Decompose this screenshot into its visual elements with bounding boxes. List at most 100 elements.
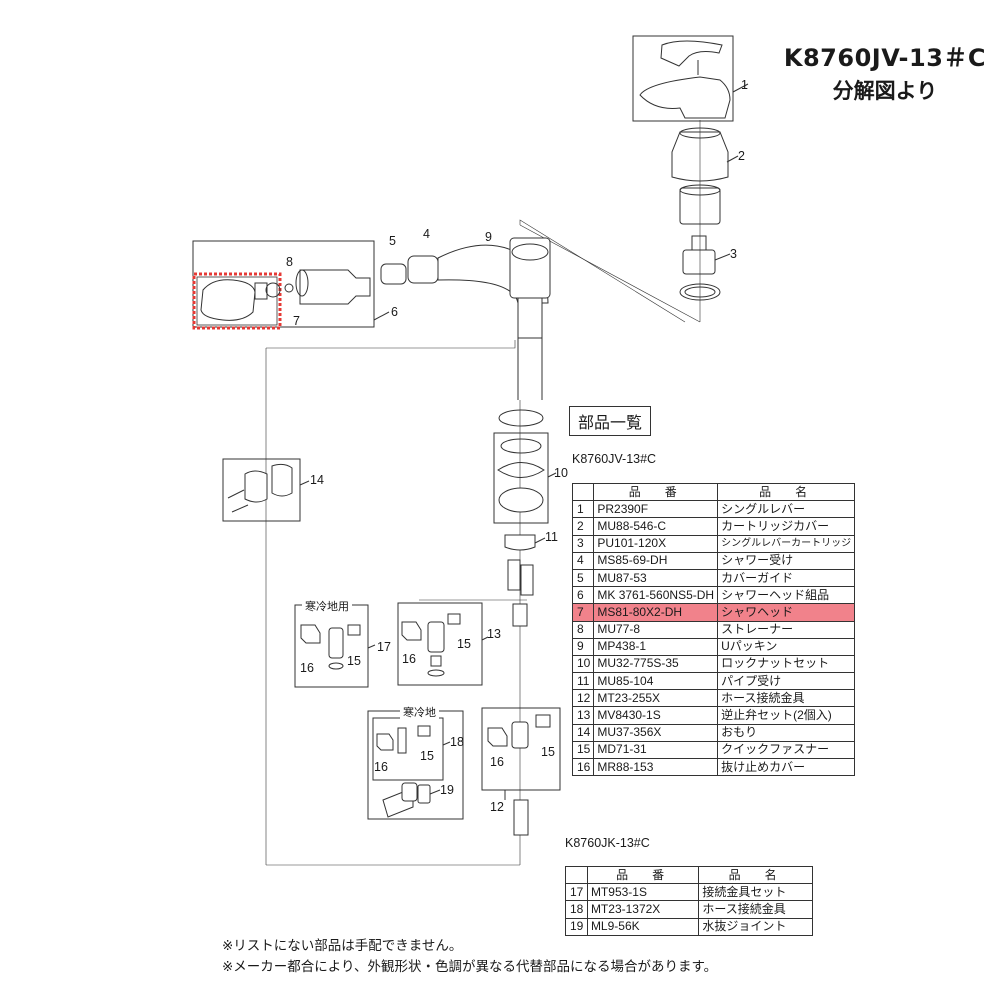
col-part-name: 品 名	[698, 865, 813, 885]
table2-model-label: K8760JK-13#C	[565, 836, 650, 850]
callout-16c: 16	[374, 760, 388, 774]
callout-10: 10	[554, 466, 568, 480]
part-number: MP438-1	[593, 637, 719, 656]
part-name: おもり	[717, 723, 856, 742]
callout-16d: 16	[490, 755, 504, 769]
part-name: シャワー受け	[717, 551, 856, 570]
part-name: カートリッジカバー	[717, 517, 856, 536]
callout-14: 14	[310, 473, 324, 487]
row-number: 16	[571, 757, 595, 777]
parts-list-heading: 部品一覧	[569, 406, 652, 436]
callout-1: 1	[741, 78, 748, 92]
row-number: 14	[571, 723, 595, 742]
callout-8: 8	[286, 255, 293, 269]
part-number: MV8430-1S	[593, 706, 719, 725]
row-number: 6	[571, 586, 595, 605]
part-name: ホース接続金具	[698, 900, 813, 919]
part-number: MU32-775S-35	[593, 654, 719, 674]
row-number: 13	[571, 706, 595, 725]
part-name: 接続金具セット	[698, 883, 813, 902]
callout-15b: 15	[457, 637, 471, 651]
part-name: ストレーナー	[717, 620, 856, 639]
callout-7: 7	[293, 314, 300, 328]
callout-11: 11	[545, 530, 558, 544]
part-name: シャワーヘッド組品	[717, 586, 856, 605]
cold-region-label: 寒冷地	[400, 704, 439, 720]
title-subtitle: 分解図より	[832, 79, 938, 103]
part-name: シングルレバーカートリッジ	[717, 534, 856, 553]
col-part-number: 品 番	[593, 482, 719, 502]
callout-4: 4	[423, 227, 430, 241]
part-number: PR2390F	[593, 500, 719, 519]
part-number: PU101-120X	[593, 534, 719, 553]
callout-15: 15	[347, 654, 361, 668]
col-no	[571, 482, 595, 502]
part-number: MS85-69-DH	[593, 551, 719, 570]
part-name: 抜け止めカバー	[717, 757, 856, 777]
part-name: 水抜ジョイント	[698, 917, 813, 936]
part-name: Uパッキン	[717, 637, 856, 656]
row-number: 11	[571, 672, 595, 691]
row-number: 4	[571, 551, 595, 570]
callout-3: 3	[730, 247, 737, 261]
callout-16: 16	[300, 661, 314, 675]
hose-fitting-12-frame	[481, 707, 561, 791]
callout-9: 9	[485, 230, 492, 244]
part-name: ロックナットセット	[717, 654, 856, 674]
callout-15c: 15	[420, 749, 434, 763]
callout-15d: 15	[541, 745, 555, 759]
part-name: 逆止弁セット(2個入)	[717, 706, 856, 725]
row-number: 9	[571, 637, 595, 656]
row-number: 3	[571, 534, 595, 553]
part-number: MS81-80X2-DH	[593, 603, 719, 622]
callout-19: 19	[440, 783, 454, 797]
part-number: MU88-546-C	[593, 517, 719, 536]
callout-6: 6	[391, 305, 398, 319]
footnotes: ※リストにない部品は手配できません。 ※メーカー都合により、外観形状・色調が異な…	[222, 936, 717, 978]
lever-group-frame	[632, 35, 734, 122]
part-name: シングルレバー	[717, 500, 856, 519]
locknut-set-frame	[493, 432, 549, 524]
diagram-title: K8760JV-13＃C 分解図より	[784, 38, 986, 105]
part-number: MU37-356X	[593, 723, 719, 742]
part-name: パイプ受け	[717, 672, 856, 691]
model-number: K8760JV-13＃C	[783, 44, 986, 72]
weight-frame	[222, 458, 301, 522]
note-1: ※リストにない部品は手配できません。	[222, 938, 463, 954]
table-header-row: 品 番 品 名	[571, 482, 856, 502]
table-header-row: 品 番 品 名	[565, 865, 813, 885]
cold-region-use-label: 寒冷地用	[302, 598, 352, 614]
part-name: クイックファスナー	[717, 740, 856, 760]
row-number: 18	[565, 900, 588, 919]
row-number: 1	[571, 500, 595, 519]
row-number: 12	[571, 689, 595, 708]
row-number: 2	[571, 517, 595, 536]
row-number: 7	[571, 603, 595, 622]
part-number: MU87-53	[593, 568, 719, 588]
part-name: カバーガイド	[717, 568, 856, 588]
part-name: シャワヘッド	[717, 603, 856, 622]
row-number: 19	[565, 917, 588, 936]
highlight-box-part-7	[192, 272, 282, 330]
part-number: MD71-31	[593, 740, 719, 760]
row-number: 10	[571, 654, 595, 674]
part-number: MU77-8	[593, 620, 719, 639]
callout-17: 17	[377, 640, 391, 654]
row-number: 15	[571, 740, 595, 760]
callout-18: 18	[450, 735, 464, 749]
part-number: MT953-1S	[586, 883, 700, 902]
